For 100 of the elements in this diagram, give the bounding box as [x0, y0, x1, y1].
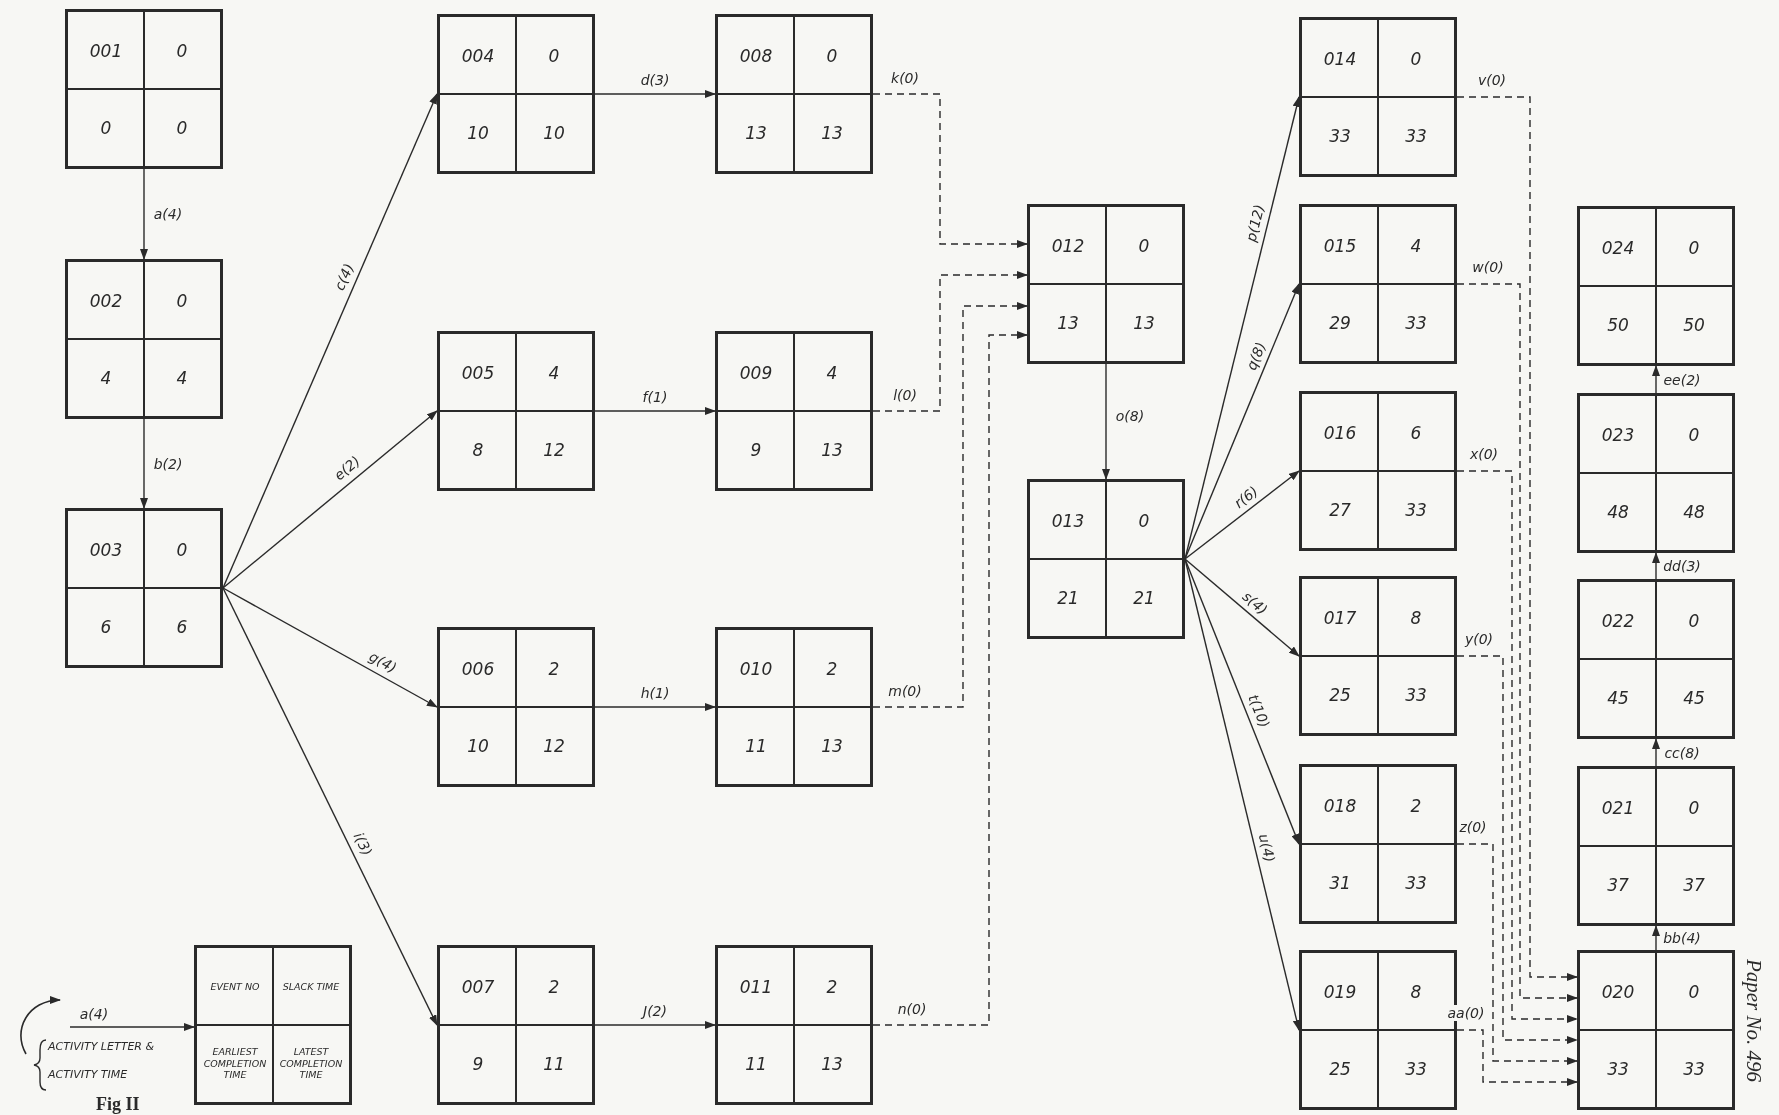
event-number: 010: [739, 658, 773, 679]
edge-label: a(4): [152, 206, 184, 222]
latest-time: 33: [1405, 684, 1427, 705]
event-number: 018: [1323, 795, 1357, 816]
arrow: [69, 1023, 195, 1031]
event-node: [1577, 579, 1735, 739]
event-node: [1299, 391, 1457, 551]
event-number: 005: [461, 362, 495, 383]
event-number: 009: [739, 362, 773, 383]
event-node: [437, 331, 595, 491]
latest-time: 33: [1405, 872, 1427, 893]
latest-time: 13: [821, 1053, 843, 1074]
arrow: [1184, 470, 1300, 560]
edge-label: aa(0): [1446, 1005, 1486, 1021]
earliest-time: 13: [1057, 312, 1079, 333]
earliest-time: 10: [467, 735, 489, 756]
latest-time: 11: [543, 1053, 565, 1074]
arrow: [594, 407, 716, 415]
earliest-time: 27: [1329, 499, 1351, 520]
latest-time: 33: [1405, 1058, 1427, 1079]
latest-time: 33: [1683, 1058, 1705, 1079]
slack-time: 8: [1410, 981, 1422, 1002]
latest-time: 12: [543, 439, 565, 460]
earliest-time: 9: [750, 439, 762, 460]
earliest-time: 10: [467, 122, 489, 143]
event-node: [1577, 766, 1735, 926]
event-number: 014: [1323, 48, 1357, 69]
edge-label: k(0): [890, 70, 920, 86]
earliest-time: 8: [472, 439, 484, 460]
slack-time: 2: [826, 658, 838, 679]
dashed-arrow: [872, 271, 1028, 412]
event-number: EVENT NO: [210, 980, 260, 993]
edge-label: a(4): [78, 1006, 110, 1022]
event-node: [65, 508, 223, 668]
event-number: 001: [89, 40, 123, 61]
arrow: [222, 93, 438, 589]
legend-note: ACTIVITY TIME: [48, 1068, 128, 1081]
edge-label: w(0): [1471, 259, 1505, 275]
page-note: Paper No. 496: [1741, 958, 1767, 1083]
dashed-arrow: [1456, 843, 1578, 1065]
event-node: [1299, 204, 1457, 364]
dashed-arrow: [1456, 655, 1578, 1044]
arrow: [222, 410, 438, 589]
edge-label: o(8): [1114, 407, 1146, 424]
event-number: 002: [89, 290, 123, 311]
event-number: 016: [1323, 422, 1357, 443]
earliest-time: EARLIEST COMPLETION TIME: [202, 1045, 268, 1082]
earliest-time: 48: [1607, 501, 1629, 522]
event-number: 022: [1601, 610, 1635, 631]
latest-time: 50: [1683, 314, 1705, 335]
latest-time: 21: [1133, 587, 1155, 608]
edge-label: J(2): [642, 1003, 668, 1019]
latest-time: 48: [1683, 501, 1705, 522]
latest-time: 45: [1683, 687, 1705, 708]
event-number: 003: [89, 539, 123, 560]
slack-time: 4: [548, 362, 560, 383]
edge-label: y(0): [1463, 631, 1495, 647]
arrow: [140, 418, 148, 509]
latest-time: LATEST COMPLETION TIME: [278, 1045, 344, 1082]
edge-label: dd(3): [1662, 558, 1702, 574]
slack-time: 0: [1138, 510, 1150, 531]
arrow: [1184, 558, 1301, 1031]
edge-label: n(0): [896, 1001, 928, 1017]
edge-label: l(0): [892, 387, 918, 403]
arrow: [1184, 283, 1300, 560]
legend-key-box: [194, 945, 352, 1105]
slack-time: 2: [826, 976, 838, 997]
event-node: [65, 9, 223, 169]
edge-label: ee(2): [1662, 371, 1702, 388]
arrow: [140, 168, 148, 260]
event-node: [715, 627, 873, 787]
earliest-time: 11: [745, 1053, 767, 1074]
earliest-time: 0: [100, 117, 112, 138]
edge-label: d(3): [639, 72, 671, 88]
earliest-time: 9: [472, 1053, 484, 1074]
slack-time: 0: [176, 290, 188, 311]
dashed-arrow: [1456, 96, 1578, 981]
slack-time: 0: [1138, 235, 1150, 256]
dashed-arrow: [872, 93, 1028, 248]
event-number: 013: [1051, 510, 1085, 531]
event-number: 023: [1601, 424, 1635, 445]
event-number: 015: [1323, 235, 1357, 256]
slack-time: 0: [1688, 424, 1700, 445]
dashed-arrow: [1456, 283, 1578, 1002]
arrow: [222, 587, 438, 1026]
arrow: [1652, 365, 1660, 394]
slack-time: 4: [1410, 235, 1422, 256]
event-node: [1577, 206, 1735, 366]
edge-label: b(2): [152, 455, 184, 472]
latest-time: 33: [1405, 125, 1427, 146]
figure-caption: Fig II: [96, 1094, 140, 1115]
slack-time: 6: [1410, 422, 1422, 443]
latest-time: 0: [176, 117, 188, 138]
event-node: [65, 259, 223, 419]
event-number: 011: [739, 976, 773, 997]
arrow: [1184, 558, 1300, 657]
earliest-time: 13: [745, 122, 767, 143]
event-number: 012: [1051, 235, 1085, 256]
slack-time: 2: [548, 658, 560, 679]
event-node: [437, 627, 595, 787]
